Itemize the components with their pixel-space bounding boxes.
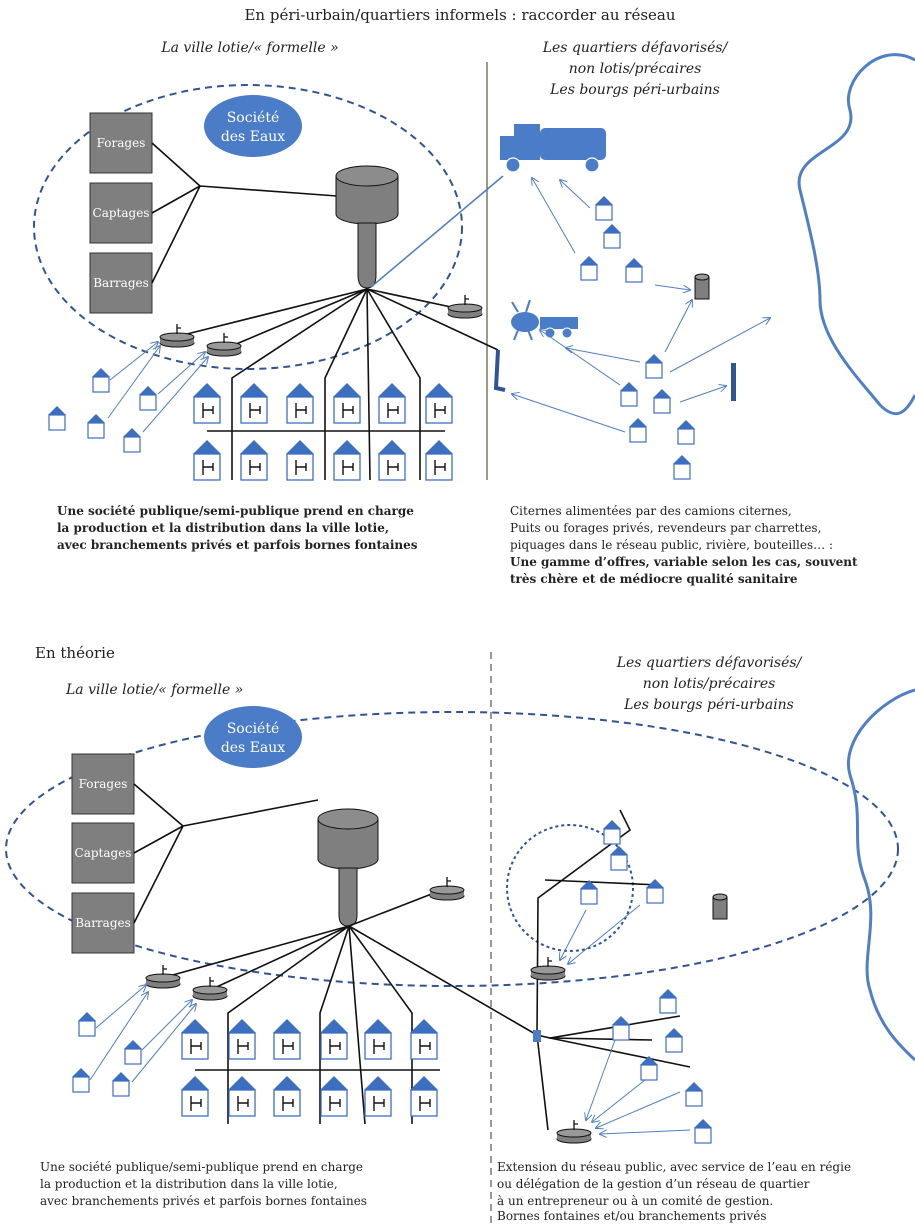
- top-right-caption-2: Puits ou forages privés, revendeurs par …: [510, 521, 822, 535]
- top-right-caption-5: très chère et de médiocre qualité sanita…: [510, 572, 798, 586]
- svg-text:Forages: Forages: [79, 777, 128, 791]
- tanker-truck-icon: [500, 124, 606, 173]
- bottom-right-caption-1: Extension du réseau public, avec service…: [497, 1160, 852, 1174]
- top-left-heading: La ville lotie/« formelle »: [161, 40, 339, 56]
- svg-text:Captages: Captages: [93, 206, 150, 220]
- bottom-left-caption-2: la production et la distribution dans la…: [40, 1177, 338, 1191]
- bottom-title: En théorie: [35, 644, 115, 662]
- bottom-panel: Société des Eaux Forages Captages Barrag…: [5, 652, 915, 1224]
- top-title: En péri-urbain/quartiers informels : rac…: [244, 6, 676, 24]
- top-right-caption-3: piquages dans le réseau public, rivière,…: [510, 538, 833, 552]
- cistern-icon: [694, 273, 710, 300]
- top-left-caption-3: avec branchements privés et parfois born…: [57, 538, 418, 552]
- cistern-icon: [712, 893, 728, 920]
- svg-text:Captages: Captages: [75, 846, 132, 860]
- top-right-heading-2: non lotis/précaires: [568, 61, 702, 77]
- formal-houses-bottom: [180, 1018, 439, 1117]
- bottom-left-caption-1: Une société publique/semi-publique prend…: [40, 1160, 363, 1174]
- water-tower-icon: [317, 808, 379, 927]
- top-right-heading-1: Les quartiers défavorisés/: [542, 40, 728, 56]
- top-panel: Société des Eaux Forages Captages Barrag…: [33, 53, 915, 481]
- bottom-right-caption-2: ou délégation de la gestion d’un réseau …: [497, 1177, 810, 1191]
- water-tower-icon: [335, 165, 399, 289]
- river-icon: [797, 53, 915, 416]
- river-icon: [847, 688, 915, 1062]
- bottom-left-heading: La ville lotie/« formelle »: [66, 682, 244, 698]
- top-right-caption-4: Une gamme d’offres, variable selon les c…: [510, 555, 858, 569]
- top-left-caption-2: la production et la distribution dans la…: [57, 521, 390, 535]
- cart-icon: [511, 299, 578, 341]
- formal-city-boundary-extended: [5, 711, 899, 987]
- svg-text:des Eaux: des Eaux: [221, 740, 285, 756]
- bottom-right-heading-2: non lotis/précaires: [642, 676, 776, 692]
- svg-text:Société: Société: [227, 110, 280, 126]
- svg-text:Barrages: Barrages: [75, 916, 131, 930]
- svg-text:Forages: Forages: [97, 136, 146, 150]
- company-ellipse: [204, 95, 302, 157]
- svg-text:Barrages: Barrages: [93, 276, 149, 290]
- top-right-heading-3: Les bourgs péri-urbains: [550, 82, 720, 98]
- svg-text:Société: Société: [227, 721, 280, 737]
- informal-houses-top: [579, 195, 696, 480]
- informal-houses-bottom: [579, 819, 713, 1144]
- neighbourhood-network-circle: [506, 824, 634, 952]
- bottom-right-heading-3: Les bourgs péri-urbains: [624, 697, 794, 713]
- svg-text:des Eaux: des Eaux: [221, 129, 285, 145]
- bottom-left-caption-3: avec branchements privés et parfois born…: [40, 1194, 367, 1208]
- top-right-caption-1: Citernes alimentées par des camions cite…: [510, 504, 792, 518]
- bottom-right-caption-4: Bornes fontaines et/ou branchements priv…: [497, 1209, 767, 1223]
- bottom-right-caption-3: à un entrepreneur ou à un comité de gest…: [497, 1194, 774, 1208]
- bottom-right-heading-1: Les quartiers défavorisés/: [616, 655, 802, 671]
- top-left-caption-1: Une société publique/semi-publique prend…: [57, 504, 414, 518]
- formal-city-boundary: [33, 84, 463, 370]
